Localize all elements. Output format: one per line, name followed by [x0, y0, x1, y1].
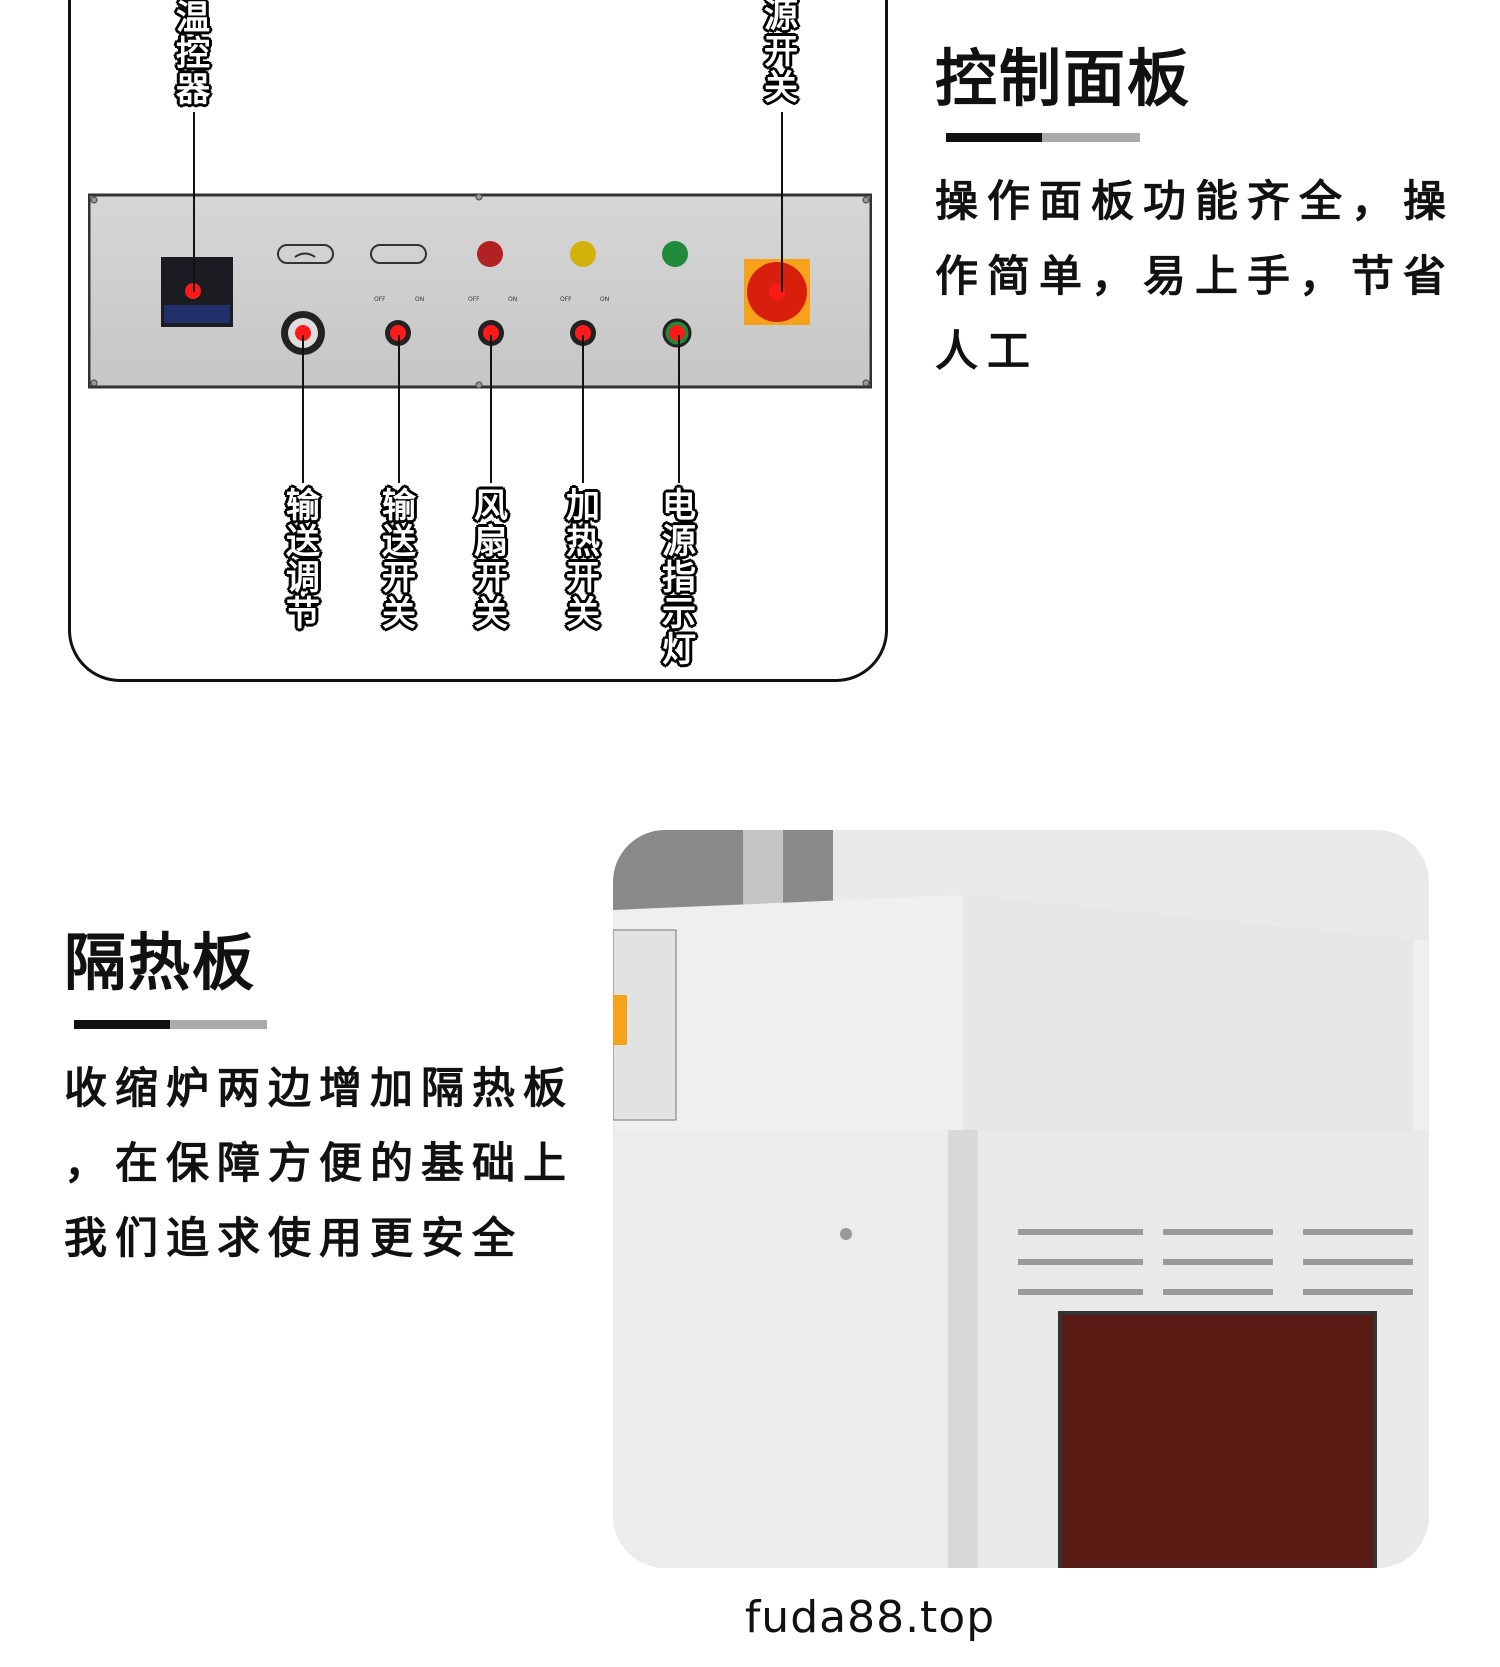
on-text: ON [600, 296, 609, 303]
callout-line [678, 335, 680, 483]
on-text: ON [508, 296, 517, 303]
off-text: OFF [560, 296, 572, 303]
section1-text: 操作面板功能齐全，操 作简单，易上手，节省 人工 [935, 165, 1495, 390]
heat-shield-photo [613, 830, 1429, 1568]
label-power-indicator: 电源指示灯 [662, 486, 696, 670]
section2-text: 收缩炉两边增加隔热板 ，在保障方便的基础上 我们追求使用更安全 [64, 1052, 624, 1277]
title-underline [946, 133, 1140, 142]
section1-title: 控制面板 [935, 42, 1192, 115]
text-line: 人工 [935, 327, 1039, 377]
off-text: OFF [374, 296, 386, 303]
label-power-switch: 源开关 [764, 0, 798, 108]
on-text: ON [415, 296, 424, 303]
title-underline [74, 1020, 267, 1029]
conveyor-arc [294, 252, 316, 258]
text-line: 作简单，易上手，节省 [935, 252, 1455, 302]
text-line: 收缩炉两边增加隔热板 [64, 1064, 574, 1114]
text-line: 操作面板功能齐全，操 [935, 177, 1455, 227]
control-panel-photo: OFF ON OFF ON OFF ON [88, 193, 872, 389]
off-text: OFF [468, 296, 480, 303]
text-line: ，在保障方便的基础上 [64, 1139, 574, 1189]
text-line: 我们追求使用更安全 [64, 1214, 523, 1264]
label-fan-switch: 风扇开关 [474, 486, 508, 634]
callout-line [302, 335, 304, 483]
label-conveyor-speed: 输送调节 [286, 486, 320, 634]
screw-icons [90, 193, 870, 389]
callout-line [582, 335, 584, 483]
section2-title: 隔热板 [64, 926, 257, 999]
conveyor-speed-icon [277, 244, 334, 264]
label-heat-switch: 加热开关 [566, 486, 600, 634]
callout-line [398, 335, 400, 483]
fan-icon [477, 241, 503, 267]
label-temperature-controller: 温控器 [176, 0, 210, 110]
conveyor-icon [370, 244, 427, 264]
heat-icon [570, 241, 596, 267]
footer-url: fuda88.top [744, 1592, 996, 1643]
panel-callout-frame [68, 0, 888, 682]
power-icon [662, 241, 688, 267]
marker-dots [185, 283, 785, 341]
label-conveyor-switch: 输送开关 [382, 486, 416, 634]
callout-line [490, 335, 492, 483]
callout-line [193, 112, 195, 292]
callout-line [781, 112, 783, 292]
